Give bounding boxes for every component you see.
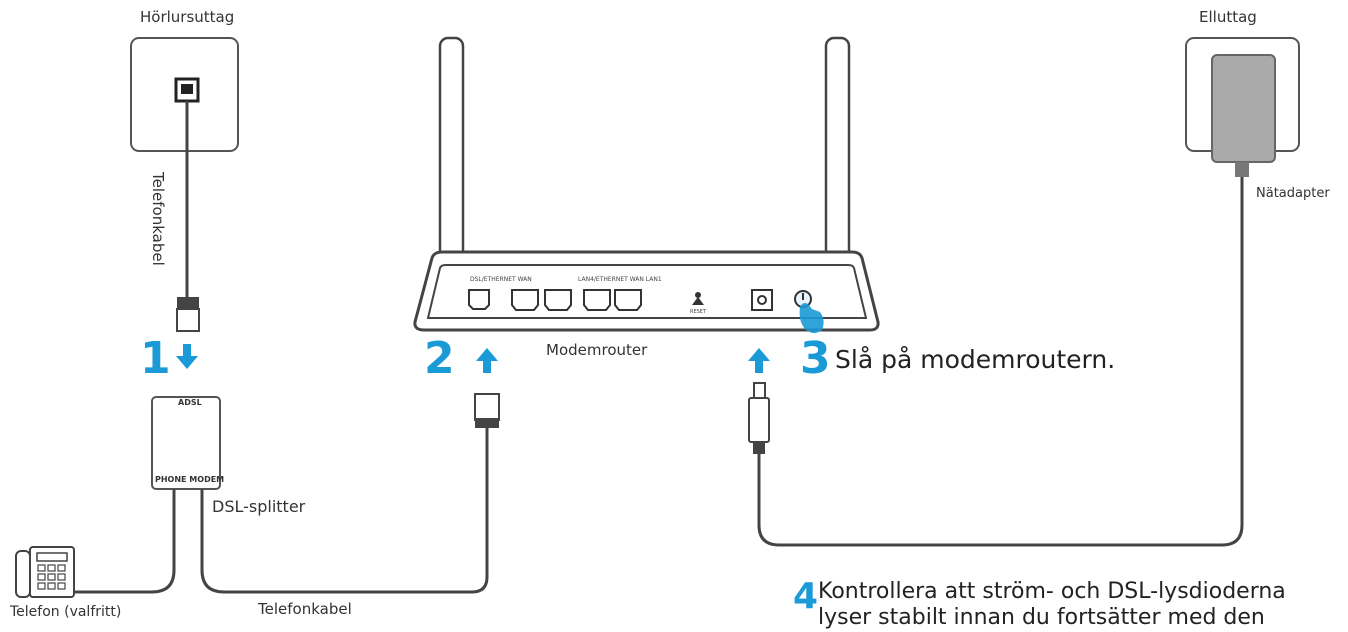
pointing-hand-icon (799, 303, 824, 333)
power-plug (748, 382, 770, 454)
power-jack (751, 289, 773, 311)
phone-label: Telefon (valfritt) (10, 604, 122, 620)
reset-label: RESET (690, 309, 707, 315)
dsl-splitter-device (151, 396, 221, 490)
arrow-down-icon (176, 344, 198, 369)
phone-plug-router (474, 393, 500, 428)
phone-plug-top (176, 297, 200, 332)
lan-ports (511, 289, 642, 311)
step-2-number: 2 (424, 333, 455, 384)
arrow-up-icon (748, 348, 770, 373)
reset-icon (692, 292, 704, 305)
telephone-icon (15, 546, 75, 598)
dsl-port-label: DSL/ETHERNET WAN (470, 276, 532, 283)
step-4-number: 4 (793, 576, 819, 617)
step-1-number: 1 (140, 333, 171, 384)
step-4-text-line2: lyser stabilt innan du fortsätter med de… (818, 605, 1265, 630)
dsl-port (468, 289, 490, 310)
power-cable (757, 175, 1244, 547)
power-adapter-label: Nätadapter (1256, 186, 1330, 201)
lan-ports-label: LAN4/ETHERNET WAN LAN1 (578, 276, 662, 283)
phone-cable-to-telephone (60, 489, 176, 594)
step-3-number: 3 (800, 333, 831, 384)
power-adapter (1211, 54, 1276, 177)
modem-router-label: Modemrouter (546, 341, 648, 359)
dsl-splitter-label: DSL-splitter (212, 497, 306, 516)
splitter-phone-modem-label: PHONE MODEM (155, 475, 225, 484)
step-3-text: Slå på modemroutern. (835, 345, 1116, 374)
arrow-up-icon (476, 348, 498, 373)
phone-cable-vertical-label: Telefonkabel (149, 172, 167, 266)
phone-cable-to-router (200, 425, 489, 594)
phone-cable-bottom-label: Telefonkabel (258, 600, 352, 618)
step-4-text-line1: Kontrollera att ström- och DSL-lysdioder… (818, 579, 1286, 604)
wall-jack-label: Hörlursuttag (140, 8, 235, 26)
wall-jack (130, 37, 239, 152)
splitter-adsl-label: ADSL (178, 398, 202, 407)
power-outlet-label: Elluttag (1199, 8, 1257, 26)
